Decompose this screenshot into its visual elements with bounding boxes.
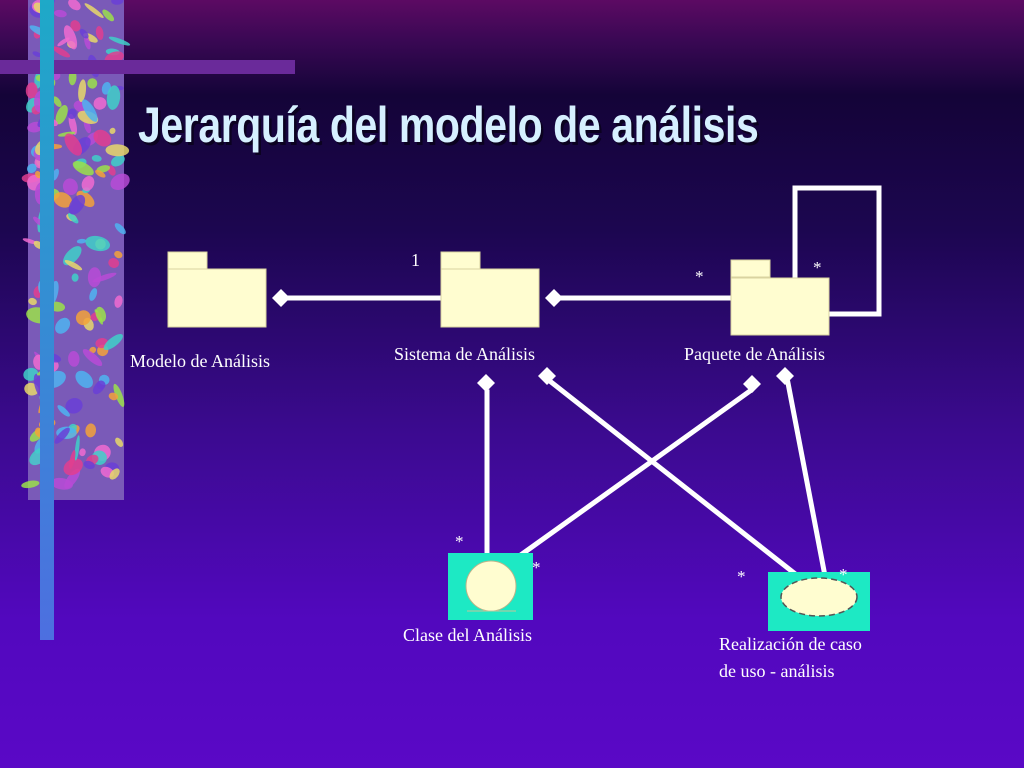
analysis-class-icon — [448, 553, 533, 620]
label-realizacion-line2: de uso - análisis — [719, 661, 835, 681]
decorative-left-strip — [0, 0, 295, 640]
label-clase-del-analisis: Clase del Análisis — [403, 625, 532, 645]
slide-title: Jerarquía del modelo de análisis — [138, 97, 759, 153]
multiplicity-clase-right: * — [532, 558, 541, 577]
aggregation-diamond-icon — [743, 375, 761, 393]
aggregation-diamond-icon — [477, 374, 495, 392]
connector-paquete-self — [792, 185, 882, 317]
package-icon-sistema — [440, 251, 540, 328]
multiplicity-realizacion-right: * — [839, 565, 848, 584]
aggregation-diamond-icon — [776, 367, 794, 385]
connector-sistema-realizacion — [547, 378, 807, 584]
connector-paquete-realizacion — [785, 380, 828, 579]
aggregation-diamond-icon — [272, 289, 290, 307]
package-icon-modelo — [167, 251, 267, 328]
connector-paquete-clase — [493, 387, 754, 576]
aggregation-diamond-icon — [538, 367, 556, 385]
multiplicity-clase-top: * — [455, 532, 464, 551]
multiplicity-realizacion-left: * — [737, 567, 746, 586]
aggregation-diamond-icon — [545, 289, 563, 307]
top-horizontal-bar — [0, 60, 295, 74]
label-modelo-de-analisis: Modelo de Análisis — [130, 351, 270, 371]
label-paquete-de-analisis: Paquete de Análisis — [684, 344, 825, 364]
label-sistema-de-analisis: Sistema de Análisis — [394, 344, 535, 364]
label-realizacion-line1: Realización de caso — [719, 634, 862, 654]
package-icon-paquete — [730, 259, 830, 336]
multiplicity-paquete-left: * — [695, 267, 704, 286]
multiplicity-paquete-self: * — [813, 258, 822, 277]
use-case-realization-icon — [768, 572, 870, 631]
multiplicity-sistema-one: 1 — [411, 250, 420, 270]
vertical-stripe — [40, 0, 54, 640]
